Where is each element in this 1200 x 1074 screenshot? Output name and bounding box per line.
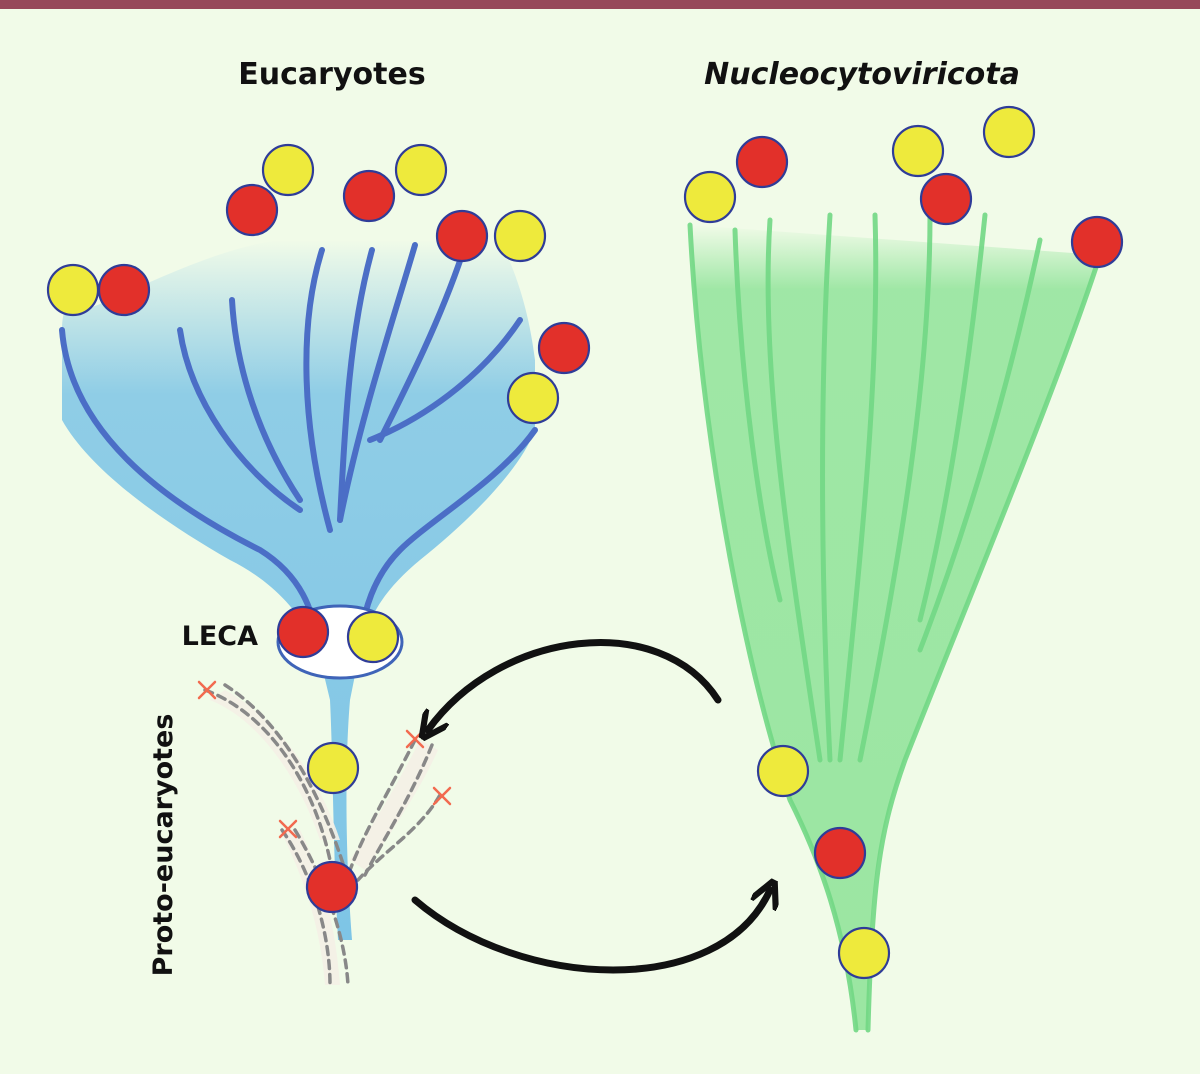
red-circle-icon bbox=[537, 321, 591, 375]
red-circle-icon bbox=[276, 605, 330, 659]
red-circle-icon bbox=[735, 135, 789, 189]
red-circle-icon bbox=[919, 172, 973, 226]
yellow-circle-icon bbox=[346, 610, 400, 664]
proto-eucaryotes-label: Proto-eucaryotes bbox=[148, 714, 179, 977]
nucleocytoviricota-tree bbox=[687, 212, 1103, 1033]
yellow-circle-icon bbox=[506, 371, 560, 425]
yellow-circle-icon bbox=[261, 143, 315, 197]
curved-arrow-icon bbox=[428, 639, 722, 730]
red-circle-icon bbox=[305, 860, 359, 914]
leca-label: LECA bbox=[182, 621, 258, 652]
yellow-circle-icon bbox=[756, 744, 810, 798]
red-circle-icon bbox=[813, 826, 867, 880]
red-circle-icon bbox=[97, 263, 151, 317]
red-circle-icon bbox=[1070, 215, 1124, 269]
yellow-circle-icon bbox=[982, 105, 1036, 159]
x-mark-icon bbox=[197, 680, 217, 700]
virus-tree-body bbox=[690, 225, 1100, 1030]
yellow-circle-icon bbox=[891, 124, 945, 178]
nucleocytoviricota-title: Nucleocytoviricota bbox=[704, 57, 1020, 92]
yellow-circle-icon bbox=[683, 170, 737, 224]
red-circle-icon bbox=[342, 169, 396, 223]
red-circle-icon bbox=[435, 209, 489, 263]
yellow-circle-icon bbox=[394, 143, 448, 197]
curved-arrow-icon bbox=[411, 890, 770, 974]
yellow-circle-icon bbox=[46, 263, 100, 317]
top-accent-bar bbox=[0, 0, 1200, 9]
proto-eukaryote-lineages bbox=[197, 680, 452, 987]
yellow-circle-icon bbox=[837, 926, 891, 980]
x-mark-icon bbox=[432, 786, 452, 806]
yellow-circle-icon bbox=[306, 741, 360, 795]
eucaryotes-title: Eucaryotes bbox=[238, 57, 425, 92]
x-mark-icon bbox=[278, 819, 298, 839]
markers bbox=[46, 105, 1124, 980]
x-mark-icon bbox=[405, 729, 425, 749]
red-circle-icon bbox=[225, 183, 279, 237]
yellow-circle-icon bbox=[493, 209, 547, 263]
eukaryote-tree bbox=[59, 240, 538, 940]
